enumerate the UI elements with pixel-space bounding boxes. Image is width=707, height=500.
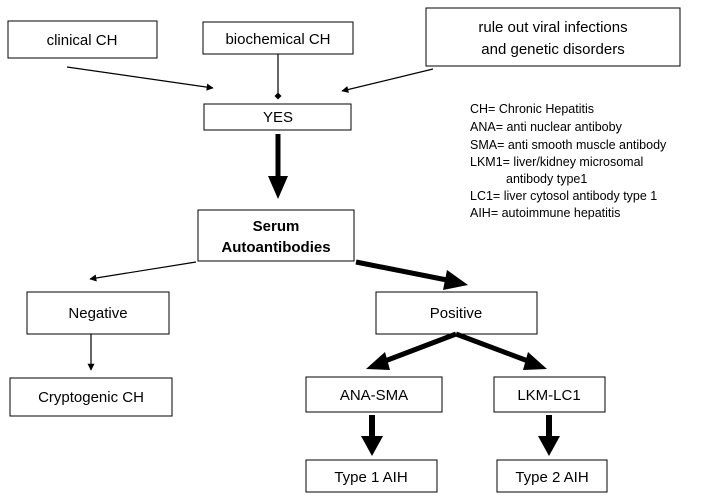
legend-line-sma: SMA= anti smooth muscle antibody <box>470 138 667 152</box>
serum-label-line1: Serum <box>253 218 300 235</box>
ana-sma-label: ANA-SMA <box>340 387 408 404</box>
arrow-positive-to-ana-sma-shaft <box>384 331 457 364</box>
type1-aih-label: Type 1 AIH <box>334 469 407 486</box>
arrow-serum-to-negative <box>89 261 197 282</box>
lkm-lc1-box: LKM-LC1 <box>493 376 606 413</box>
legend-line-lc1: LC1= liver cytosol antibody type 1 <box>470 189 657 203</box>
arrow-serum-to-positive-shaft <box>355 259 453 284</box>
abbreviation-legend: CH= Chronic Hepatitis ANA= anti nuclear … <box>470 102 667 220</box>
legend-line-aih: AIH= autoimmune hepatitis <box>470 206 620 220</box>
legend-line-ana: ANA= anti nuclear antiboby <box>470 120 623 134</box>
type2-aih-label: Type 2 AIH <box>515 469 588 486</box>
arrow-lkm-lc1-to-type2-head <box>538 436 560 456</box>
serum-autoantibodies-box: Serum Autoantibodies <box>197 209 355 262</box>
arrow-ana-sma-to-type1-head <box>361 436 383 456</box>
arrow-positive-to-ana-sma-head <box>366 352 390 370</box>
lkm-lc1-label: LKM-LC1 <box>517 387 580 404</box>
arrow-positive-to-lkm-lc1-shaft <box>455 331 529 364</box>
yes-label: YES <box>263 109 293 126</box>
negative-label: Negative <box>68 305 127 322</box>
legend-line-lkm1: LKM1= liver/kidney microsomal <box>470 155 643 169</box>
rule-out-box: rule out viral infections and genetic di… <box>425 7 681 67</box>
arrow-serum-to-positive-head <box>443 270 468 290</box>
type1-aih-box: Type 1 AIH <box>305 459 438 493</box>
ana-sma-box: ANA-SMA <box>305 376 443 413</box>
cryptogenic-ch-label: Cryptogenic CH <box>38 389 144 406</box>
type2-aih-box: Type 2 AIH <box>496 459 608 493</box>
clinical-ch-box: clinical CH <box>7 20 158 59</box>
rule-out-label-line2: and genetic disorders <box>481 41 624 58</box>
rule-out-label-line1: rule out viral infections <box>478 19 627 36</box>
arrow-yes-to-serum-head <box>268 176 288 199</box>
biochemical-ch-box: biochemical CH <box>202 21 354 55</box>
arrow-ruleout-to-yes <box>341 68 434 93</box>
clinical-ch-label: clinical CH <box>47 32 118 49</box>
legend-line-ch: CH= Chronic Hepatitis <box>470 102 594 116</box>
serum-label-line2: Autoantibodies <box>221 239 330 256</box>
negative-box: Negative <box>26 291 170 335</box>
arrow-clinical-to-yes <box>66 66 214 91</box>
positive-label: Positive <box>430 305 483 322</box>
legend-line-lkm1-cont: antibody type1 <box>506 172 587 186</box>
arrow-positive-to-lkm-lc1-head <box>523 352 547 370</box>
yes-box: YES <box>203 103 352 131</box>
biochemical-ch-label: biochemical CH <box>225 31 330 48</box>
positive-box: Positive <box>375 291 538 335</box>
cryptogenic-ch-box: Cryptogenic CH <box>9 377 173 417</box>
